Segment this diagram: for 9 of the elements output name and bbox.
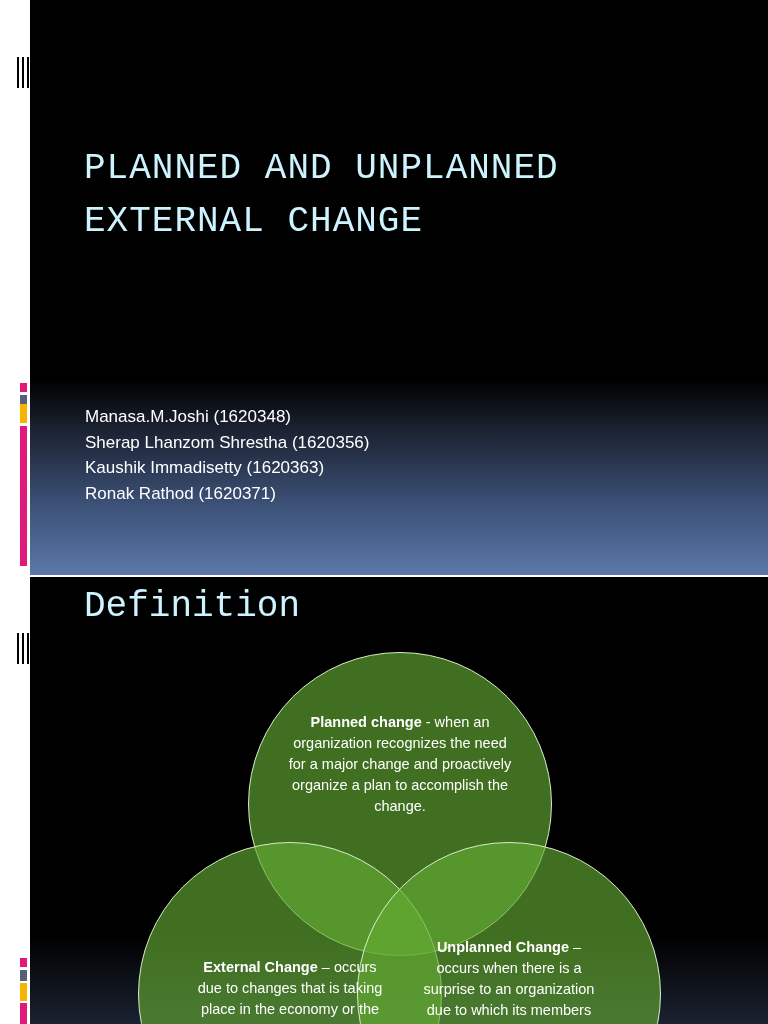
author-name: Kaushik Immadisetty (1620363) [85,457,326,479]
author-name: Manasa.M.Joshi (1620348) [85,406,292,428]
circle-text: Planned change - when an organization recognizes the need for a major change and proactively organize a plan to accomplish the change. [287,713,513,816]
slide-title: PLANNED AND UNPLANNED EXTERNAL CHANGE [84,147,560,244]
circle-text: Unplanned Change – occurs when there is a surprise to an organization due to which its members [422,938,596,1020]
author-name: Ronak Rathod (1620371) [85,482,277,505]
slide-heading: Definition [84,585,301,629]
author-name: Sherap Lhanzom Shrestha (1620356) [85,431,370,454]
circle-text: External Change – occurs due to changes that is taking place in the economy or the [196,958,384,1019]
